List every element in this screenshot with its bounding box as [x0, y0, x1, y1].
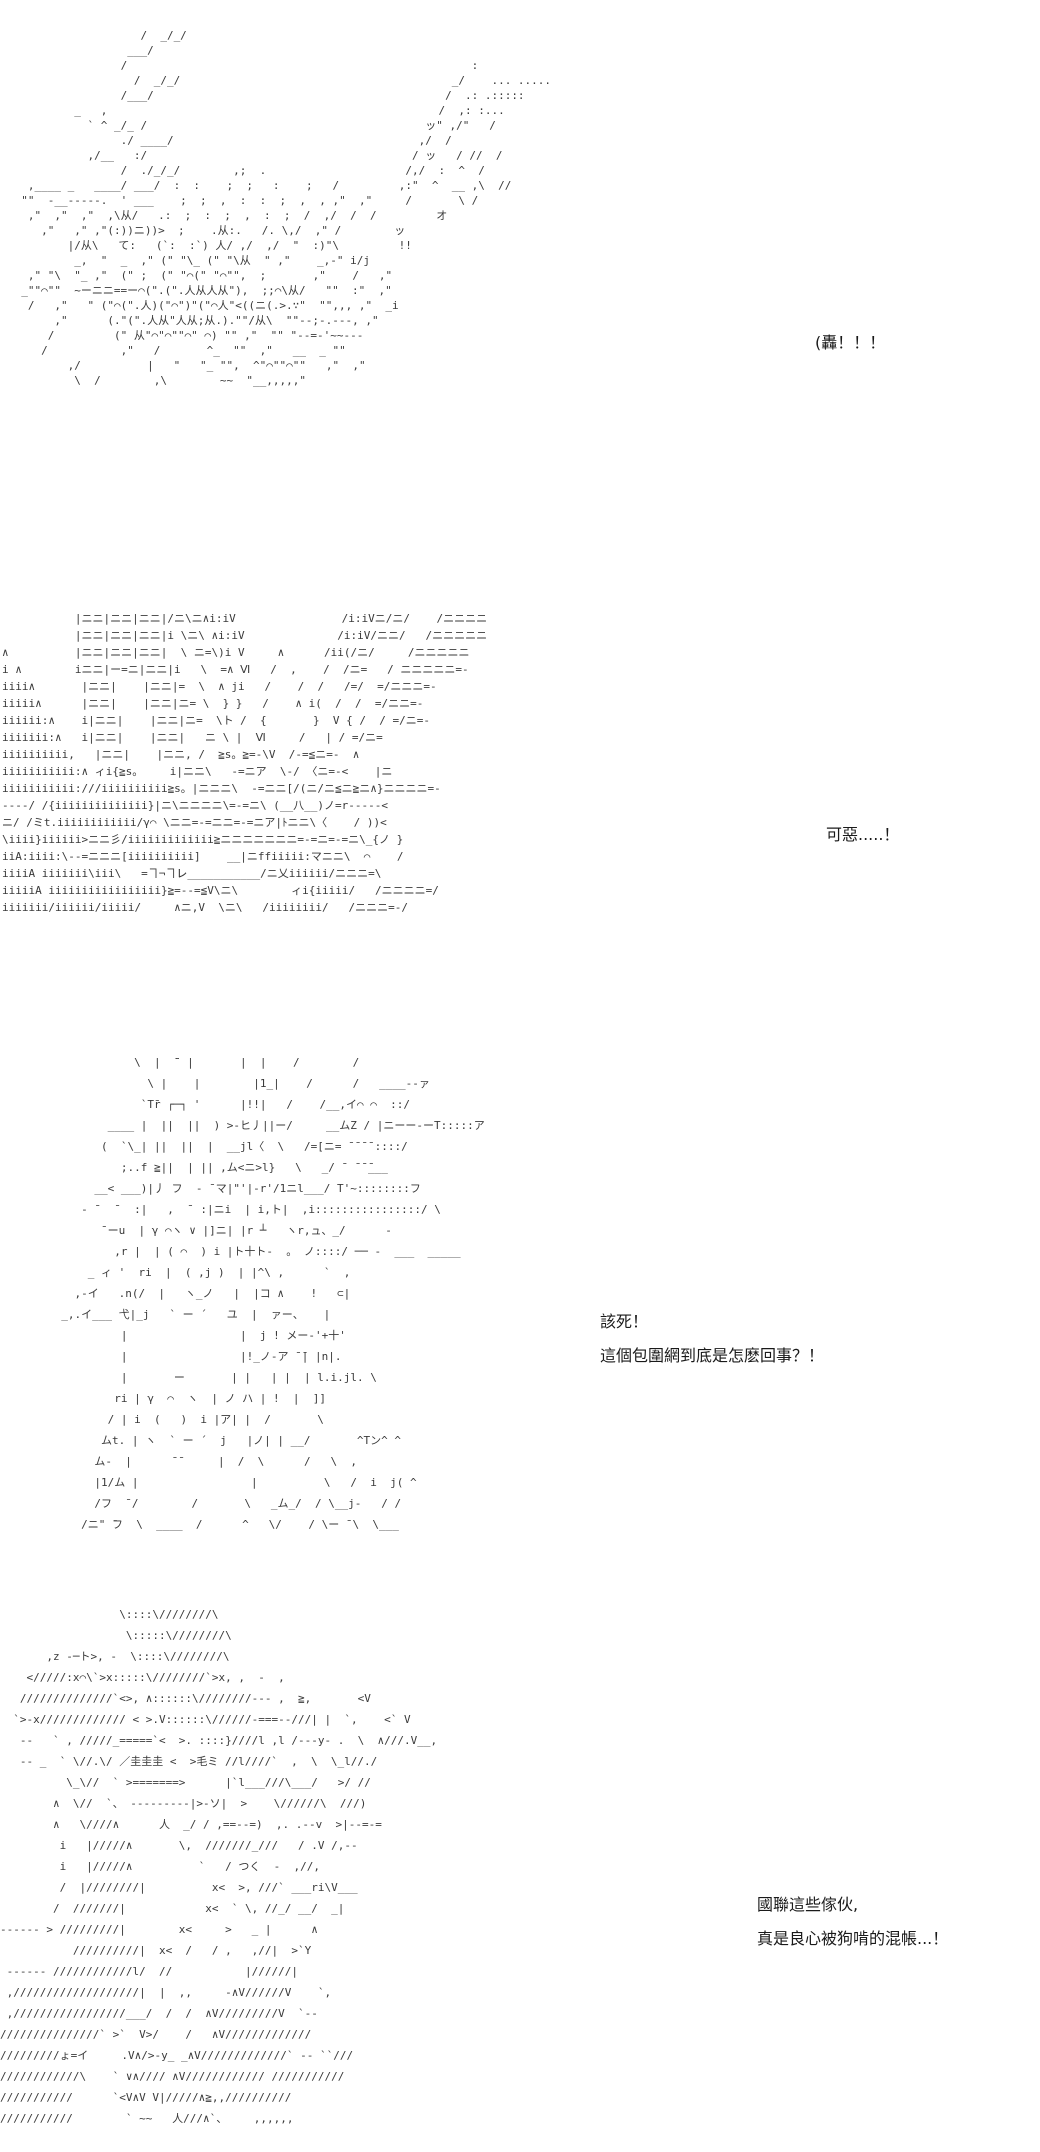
panel-2: |ニニ|ニニ|ニニ|/ニ\ニ∧i:iV /i:iVニ/ニ/ /ニニニニ |ニニ|… [0, 600, 1040, 1020]
dialogue-line: 國聯這些傢伙, [757, 1895, 859, 1914]
ascii-art-dragon: \::::\////////\ \:::::\////////\ ,z -─ト>… [0, 1608, 438, 2125]
panel-1: / _/_/ ___/ / : / _/_/ _/ ... ..... [0, 0, 1040, 570]
dialogue-box: 該死！ 這個包圍網到底是怎麽回事？！ [600, 1305, 824, 1373]
ascii-art-mecha: \ | ̄¨ | | | / / \ | | |1_| / / ____-‐ァ … [61, 1056, 485, 1531]
dialogue-line: 可惡.....！ [826, 825, 900, 844]
panel-3: \ | ̄¨ | | | / / \ | | |1_| / / ____-‐ァ … [0, 1040, 1040, 1580]
dialogue-line: 這個包圍網到底是怎麽回事？！ [600, 1346, 825, 1365]
dialogue-box: (轟！！！ [815, 326, 885, 360]
dialogue-line: (轟！！！ [815, 333, 886, 352]
panel-4: \::::\////////\ \:::::\////////\ ,z -─ト>… [0, 1590, 1040, 2152]
dialogue-box: 可惡.....！ [826, 818, 899, 852]
dialogue-line: 該死！ [600, 1312, 649, 1331]
ascii-art-collapse: |ニニ|ニニ|ニニ|/ニ\ニ∧i:iV /i:iVニ/ニ/ /ニニニニ |ニニ|… [2, 612, 488, 914]
dialogue-line: 真是良心被狗啃的混帳...！ [757, 1929, 949, 1948]
dialogue-box: 國聯這些傢伙, 真是良心被狗啃的混帳...！ [757, 1888, 948, 1956]
ascii-art-explosion: / _/_/ ___/ / : / _/_/ _/ ... ..... [21, 29, 552, 387]
